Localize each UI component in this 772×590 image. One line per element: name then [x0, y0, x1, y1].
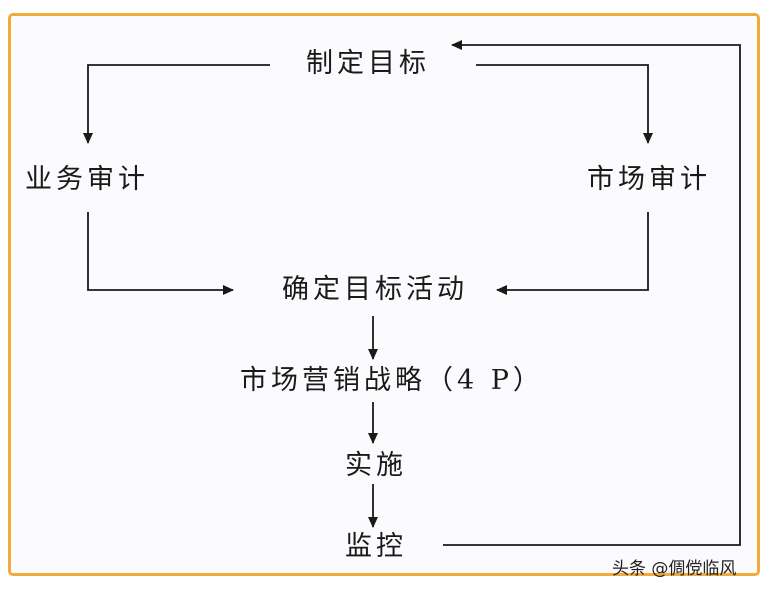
node-implementation: 实施: [345, 450, 407, 481]
watermark-text: 头条 @倜傥临风: [612, 559, 737, 579]
node-target-activities: 确定目标活动: [282, 274, 468, 305]
edge-objectives-to-market-audit: [476, 64, 653, 144]
edge-market-audit-to-activities: [496, 212, 649, 295]
edge-business-audit-to-activities: [87, 212, 234, 295]
edge-objectives-to-business-audit: [83, 64, 270, 144]
node-business-audit: 业务审计: [25, 164, 149, 195]
node-marketing-strategy: 市场营销战略（4 P）: [240, 365, 544, 396]
edge-monitoring-to-objectives: [443, 40, 741, 546]
diagram-frame: [8, 13, 760, 576]
node-market-audit: 市场审计: [587, 164, 711, 195]
node-set-objectives: 制定目标: [306, 48, 430, 79]
node-monitoring: 监控: [345, 531, 407, 562]
